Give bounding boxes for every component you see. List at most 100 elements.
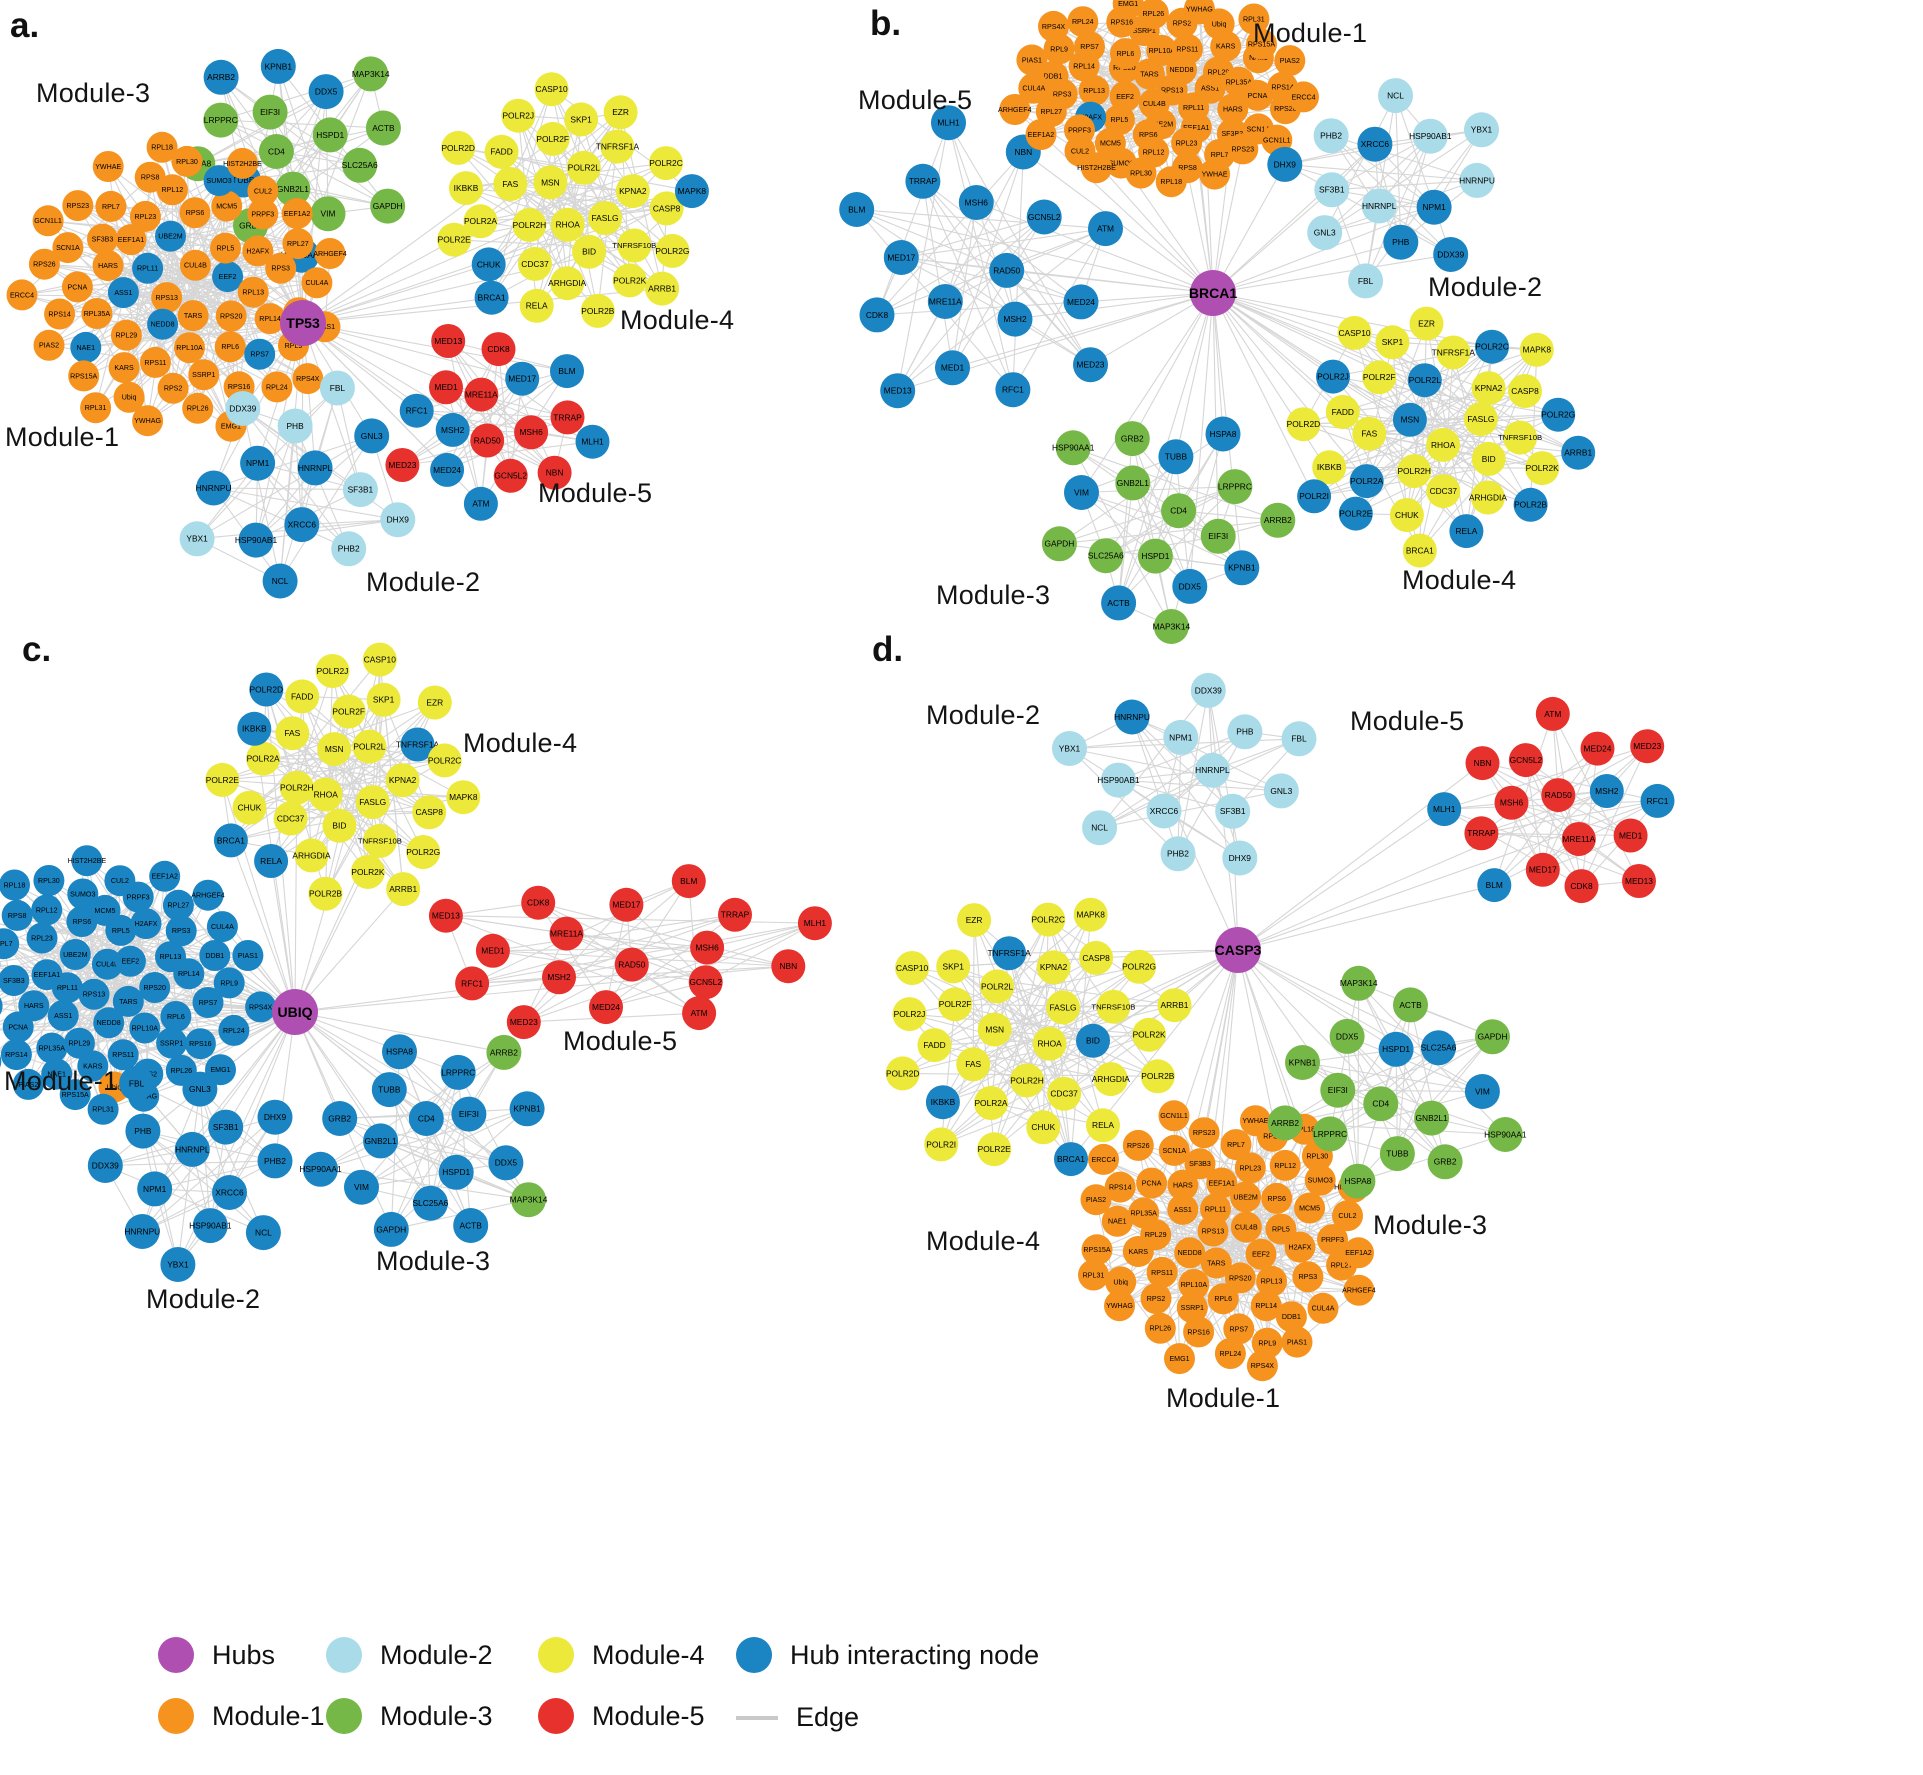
node-label: CUL4B [1235, 1224, 1258, 1232]
node-label: CASP10 [896, 963, 928, 973]
node-TNFRSF1A [600, 129, 635, 164]
node-label: FASLG [1467, 414, 1494, 424]
hub-interacting-node-swatch-icon [736, 1637, 772, 1673]
node-label: POLR2I [926, 1139, 956, 1149]
node-MCM5 [211, 190, 243, 222]
node-MSH2 [542, 960, 576, 995]
node-PCNA [61, 271, 93, 303]
node-CUL4A [301, 267, 333, 299]
node-label: TARS [184, 312, 203, 320]
node-label: RPS4X [296, 375, 320, 383]
node-BID [572, 234, 607, 269]
node-label: RPS2 [1147, 1295, 1166, 1303]
node-label: PHB [1392, 237, 1410, 247]
node-GCN1L1 [32, 205, 64, 237]
node-label: POLR2E [438, 235, 471, 245]
node-BLM [671, 864, 706, 899]
node-ARHGDIA [550, 266, 585, 301]
node-label: RPL26 [1149, 1325, 1171, 1333]
node-label: RPS14 [5, 1051, 28, 1059]
node-label: RPL5 [1272, 1226, 1290, 1234]
node-RPL35A [1128, 1197, 1160, 1229]
node-RPS3 [265, 252, 297, 284]
node-label: RPS15A [1083, 1246, 1110, 1254]
node-label: RELA [1455, 526, 1477, 536]
node-YBX1 [160, 1247, 196, 1282]
node-EZR [603, 95, 638, 130]
node-label: HSP90AA1 [299, 1164, 342, 1174]
node-KPNB1 [1285, 1045, 1320, 1080]
node-POLR2A [1349, 464, 1384, 499]
node-label: RHOA [1037, 1039, 1062, 1049]
node-label: CUL4B [184, 262, 207, 270]
node-NPM1 [1163, 719, 1199, 755]
node-label: ARHGDIA [1469, 492, 1508, 502]
node-label: XRCC6 [1150, 806, 1179, 816]
node-FASLG [588, 201, 622, 235]
node-label: CDC37 [1430, 486, 1458, 496]
node-label: CASP8 [415, 807, 443, 817]
node-label: RPL30 [176, 158, 198, 166]
node-TUBB [1379, 1136, 1415, 1172]
node-label: RPS16 [189, 1040, 212, 1048]
node-label: SSRP1 [1133, 27, 1156, 35]
node-label: POLR2K [613, 275, 646, 285]
node-EEF2 [114, 945, 146, 977]
node-POLR2J [501, 98, 536, 133]
node-CHUK [1026, 1110, 1061, 1145]
node-label: SKP1 [942, 961, 964, 971]
node-label: SF3B1 [213, 1122, 239, 1132]
node-label: UBE2M [63, 951, 88, 959]
node-label: RPL14 [1255, 1302, 1277, 1310]
node-label: RPL23 [31, 935, 53, 943]
node-CDK8 [481, 332, 516, 367]
node-POLR2I [1297, 479, 1332, 514]
node-RELA [1086, 1108, 1120, 1143]
node-RPL9 [213, 967, 245, 999]
node-POLR2L [980, 969, 1015, 1004]
node-label: RAD50 [618, 959, 645, 969]
node-label: RPS3 [271, 265, 290, 273]
node-label: EEF1A2 [1028, 131, 1054, 139]
node-label: MRE11A [1562, 834, 1595, 844]
node-label: BLM [680, 876, 697, 886]
node-label: ASS1 [1201, 85, 1219, 93]
node-ARRB2 [1260, 502, 1296, 538]
node-POLR2J [1316, 359, 1350, 394]
hubs-swatch-icon [158, 1637, 194, 1673]
node-SKP1 [366, 682, 401, 717]
node-label: MED17 [508, 374, 536, 384]
node-POLR2J [892, 997, 927, 1032]
node-BLM [839, 192, 875, 227]
node-label: HNRNPU [124, 1226, 160, 1236]
node-RHOA [550, 207, 585, 242]
node-YWHAE [1199, 158, 1231, 190]
node-label: HSPD1 [1141, 551, 1169, 561]
node-label: EMG1 [221, 423, 241, 431]
node-label: PIAS2 [18, 1081, 38, 1089]
node-FBL [1348, 263, 1384, 299]
node-RPS7 [1074, 31, 1105, 63]
node-label: RPL7 [102, 203, 120, 211]
node-ERCC4 [1288, 81, 1319, 113]
node-RPL13 [1078, 75, 1110, 107]
node-HSPA8 [382, 1034, 417, 1070]
node-SSRP1 [156, 1027, 188, 1059]
node-EMG1 [1112, 0, 1144, 20]
node-CDC37 [518, 246, 552, 281]
node-POLR2E [205, 762, 240, 797]
node-label: RPL24 [266, 383, 288, 391]
node-MAP3K14 [511, 1182, 546, 1218]
node-label: LRPPRC [204, 115, 238, 125]
node-PIAS1 [1281, 1326, 1313, 1358]
node-POLR2C [649, 146, 683, 181]
node-PIAS2 [12, 1068, 44, 1100]
node-label: RPL24 [1220, 1350, 1242, 1358]
node-POLR2H [279, 770, 314, 805]
node-HNRNPU [124, 1214, 160, 1249]
legend-item-hub-interacting-node: Hub interacting node [736, 1637, 1039, 1673]
node-label: RPS3 [1053, 91, 1072, 99]
node-RPS4X [1038, 10, 1069, 42]
node-label: RPS20 [220, 312, 243, 320]
node-label: ATM [691, 1008, 708, 1018]
